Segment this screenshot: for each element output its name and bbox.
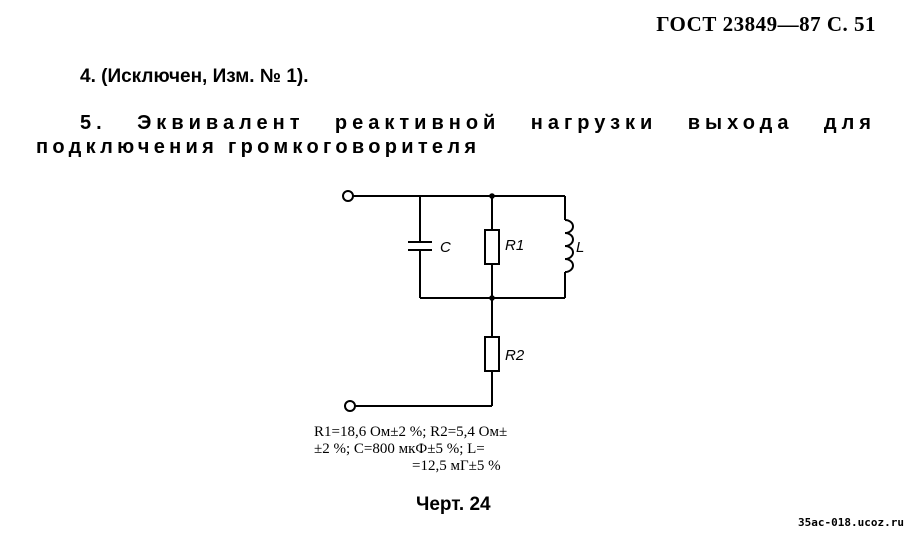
item-5-line-2: подключения громкоговорителя bbox=[36, 136, 481, 158]
terminal-bottom bbox=[344, 400, 356, 412]
label-l: L bbox=[576, 239, 584, 256]
values-line-2: ±2 %; C=800 мкФ±5 %; L= bbox=[314, 441, 485, 457]
item-5-word: нагрузки bbox=[530, 112, 658, 134]
page-header: ГОСТ 23849—87 С. 51 bbox=[656, 12, 876, 36]
watermark: 35ac-018.ucoz.ru bbox=[798, 516, 904, 529]
inductor-l bbox=[564, 219, 574, 273]
item-5-word: Эквивалент bbox=[137, 112, 305, 134]
label-r2: R2 bbox=[505, 347, 525, 364]
item-4-text: 4. (Исключен, Изм. № 1). bbox=[80, 66, 309, 87]
component-values: R1=18,6 Ом±2 %; R2=5,4 Ом± ±2 %; C=800 м… bbox=[314, 424, 634, 475]
resistor-r1 bbox=[484, 229, 500, 265]
terminal-top bbox=[342, 190, 354, 202]
item-5-word: выхода bbox=[687, 112, 794, 134]
resistor-r2 bbox=[484, 336, 500, 372]
values-line-3: =12,5 мГ±5 % bbox=[412, 458, 501, 474]
item-5-line-1: 5. Эквивалент реактивной нагрузки выхода… bbox=[80, 112, 876, 135]
label-r1: R1 bbox=[505, 237, 524, 254]
item-5-word: реактивной bbox=[334, 112, 501, 134]
junction-bottom bbox=[489, 295, 495, 301]
values-line-1: R1=18,6 Ом±2 %; R2=5,4 Ом± bbox=[314, 424, 508, 440]
label-c: C bbox=[440, 239, 451, 256]
junction-top bbox=[489, 193, 495, 199]
figure-caption: Черт. 24 bbox=[416, 494, 491, 515]
item-5-word: для bbox=[823, 112, 876, 134]
item-5-number: 5. bbox=[80, 112, 107, 134]
